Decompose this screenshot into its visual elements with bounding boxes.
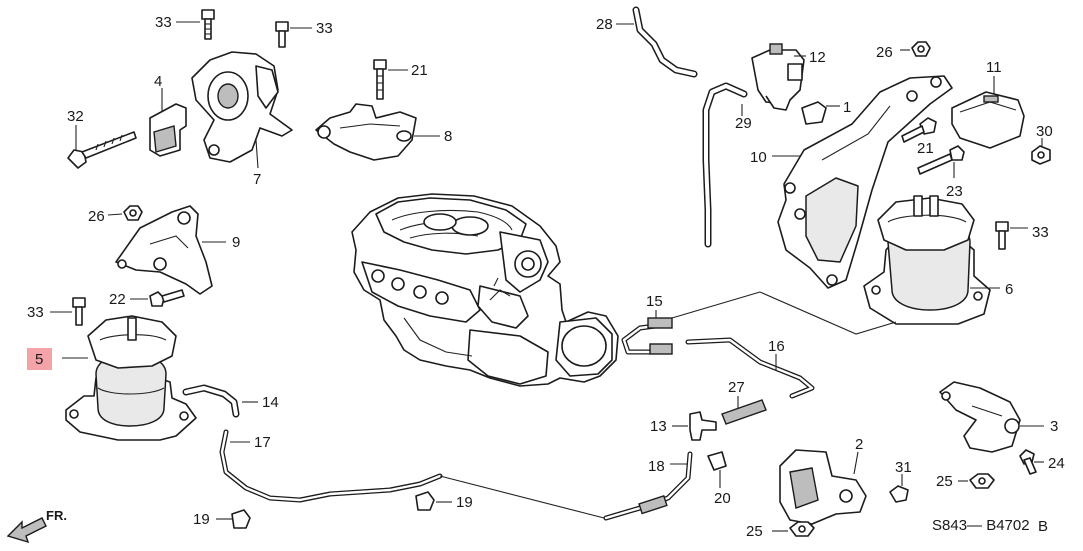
- callout-33[interactable]: 33: [155, 14, 172, 31]
- hose-18: [603, 451, 693, 521]
- callout-30[interactable]: 30: [1036, 123, 1053, 140]
- engine-block: [351, 193, 619, 387]
- bolt-24: [1019, 449, 1044, 475]
- callout-28[interactable]: 28: [596, 16, 613, 33]
- bolt-21-right: [901, 117, 937, 143]
- callout-17[interactable]: 17: [254, 434, 271, 451]
- callout-15[interactable]: 15: [646, 293, 663, 310]
- module-11: [951, 76, 1025, 149]
- callout-25[interactable]: 25: [746, 523, 763, 540]
- bolt-33-right: [995, 221, 1028, 250]
- engine-mount-5: [62, 315, 197, 441]
- clip-20: [707, 451, 727, 488]
- callout-27[interactable]: 27: [728, 379, 745, 396]
- sensor-2: [779, 449, 867, 525]
- hose-28: [616, 6, 698, 78]
- engine-mount-7: [191, 51, 293, 169]
- front-label: FR.: [46, 508, 67, 523]
- callout-18[interactable]: 18: [648, 458, 665, 475]
- clip-19-right: [415, 491, 452, 511]
- engine-mount-6: [863, 195, 1000, 325]
- callout-12[interactable]: 12: [809, 49, 826, 66]
- mount-bracket-4: [149, 88, 187, 157]
- callout-33[interactable]: 33: [27, 304, 44, 321]
- callout-20[interactable]: 20: [714, 490, 731, 507]
- hose-14: [182, 384, 258, 418]
- nut-26-right: [900, 41, 931, 57]
- diagram-code-suffix: B: [1038, 518, 1048, 535]
- bracket-8: [315, 103, 440, 161]
- front-direction-arrow: FR.: [6, 508, 67, 544]
- bolt-23: [917, 145, 965, 178]
- callout-31[interactable]: 31: [895, 459, 912, 476]
- bolt-22: [149, 289, 185, 307]
- callout-19[interactable]: 19: [456, 494, 473, 511]
- solenoid-valve-12: [751, 43, 806, 111]
- callout-10[interactable]: 10: [750, 149, 767, 166]
- bolt-32: [67, 125, 137, 169]
- callout-26[interactable]: 26: [876, 44, 893, 61]
- diagram-code: S843— B4702: [932, 517, 1030, 534]
- callout-16[interactable]: 16: [768, 338, 785, 355]
- callout-24[interactable]: 24: [1048, 455, 1065, 472]
- bracket-10: [772, 75, 953, 289]
- callout-23[interactable]: 23: [946, 183, 963, 200]
- callout-14[interactable]: 14: [262, 394, 279, 411]
- callout-8[interactable]: 8: [444, 128, 452, 145]
- bolt-33-left: [72, 297, 86, 326]
- pipe-17: [219, 429, 443, 503]
- callout-2[interactable]: 2: [855, 436, 863, 453]
- pipe-16: [685, 337, 815, 399]
- bolt-21-top: [373, 59, 387, 100]
- hose-27: [721, 396, 767, 425]
- callout-7[interactable]: 7: [253, 171, 261, 188]
- callout-25[interactable]: 25: [936, 473, 953, 490]
- joint-13: [672, 411, 717, 441]
- callout-1[interactable]: 1: [843, 99, 851, 116]
- callout-19[interactable]: 19: [193, 511, 210, 528]
- nut-26-left: [123, 205, 143, 221]
- bolt-31: [889, 474, 909, 503]
- hose-29: [702, 82, 748, 248]
- bolt-33-top-left: [201, 9, 215, 40]
- bracket-3: [939, 381, 1044, 453]
- callout-26[interactable]: 26: [88, 208, 105, 225]
- nut-25-right: [958, 473, 995, 489]
- clip-19-left: [216, 509, 251, 529]
- bolt-33-top-center: [275, 21, 289, 48]
- bolt-30: [1031, 138, 1051, 165]
- callout-33[interactable]: 33: [316, 20, 333, 37]
- callout-6[interactable]: 6: [1005, 281, 1013, 298]
- callout-21[interactable]: 21: [411, 62, 428, 79]
- hose-15: [621, 310, 673, 355]
- callout-5[interactable]: 5: [35, 351, 43, 368]
- callout-29[interactable]: 29: [735, 115, 752, 132]
- connector-1: [801, 101, 840, 125]
- callout-11[interactable]: 11: [986, 59, 1002, 76]
- bracket-9: [115, 205, 226, 295]
- callout-13[interactable]: 13: [650, 418, 667, 435]
- callout-33[interactable]: 33: [1032, 224, 1049, 241]
- callout-32[interactable]: 32: [67, 108, 84, 125]
- callout-21[interactable]: 21: [917, 140, 934, 157]
- callout-5-highlight: [27, 348, 52, 370]
- callout-4[interactable]: 4: [154, 73, 162, 90]
- callout-3[interactable]: 3: [1050, 418, 1058, 435]
- callout-9[interactable]: 9: [232, 234, 240, 251]
- nut-25-bottom: [772, 521, 815, 537]
- callout-22[interactable]: 22: [109, 291, 126, 308]
